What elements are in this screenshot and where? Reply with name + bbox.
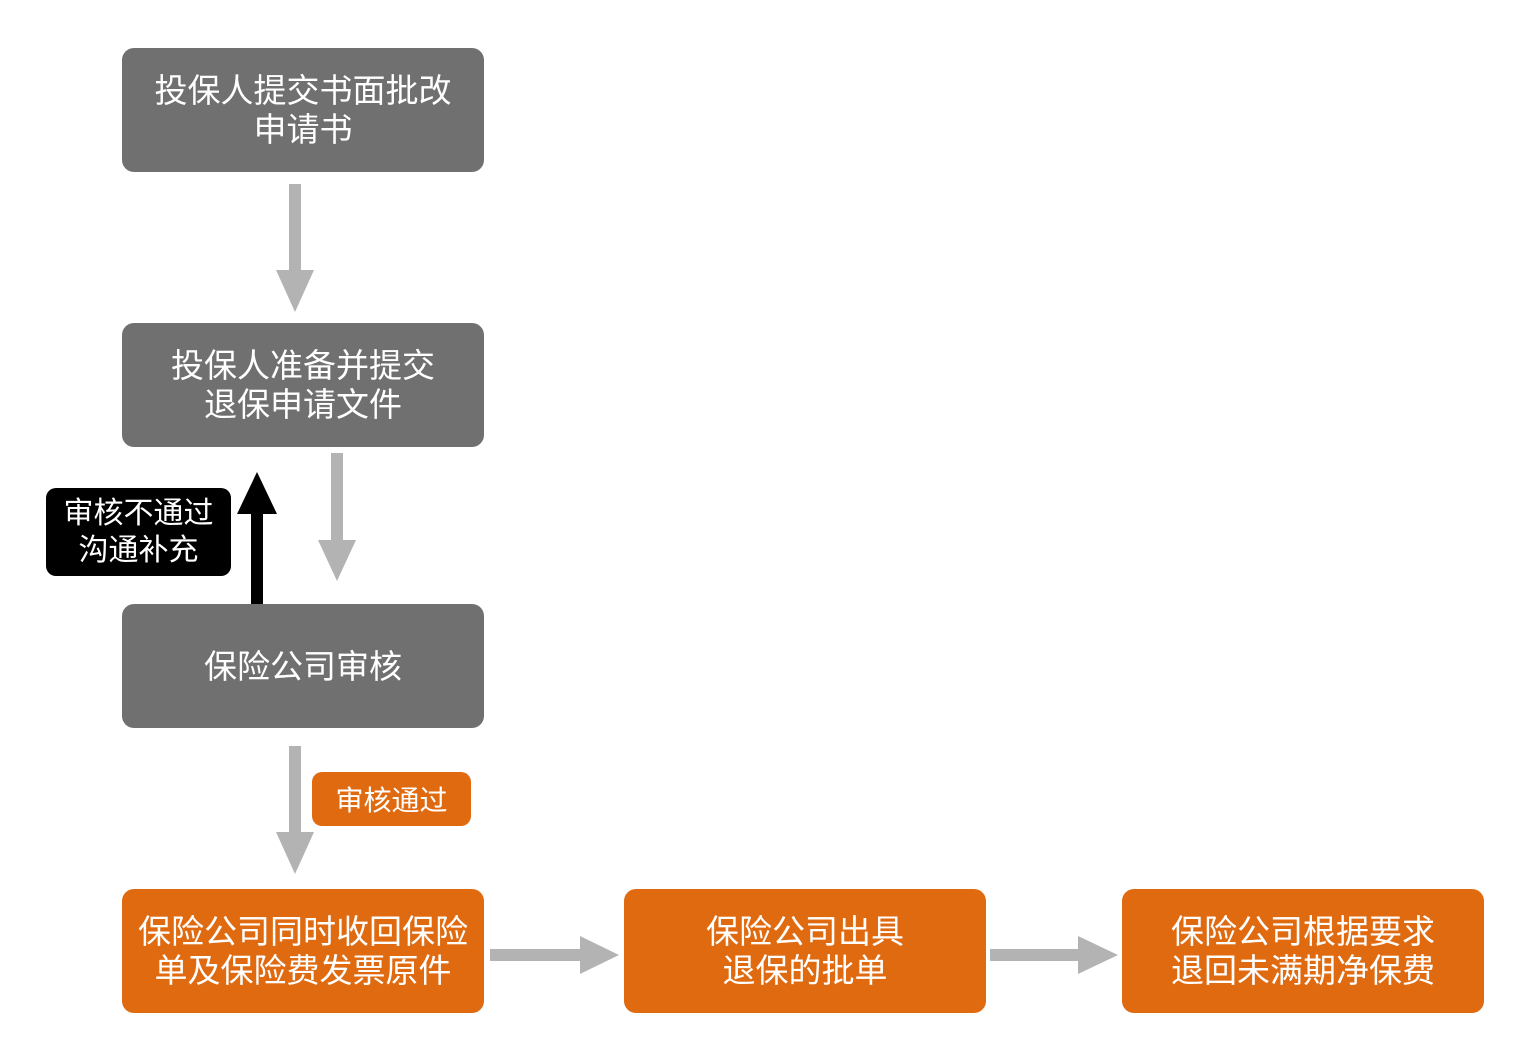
- arrow-recover-to-issue: [490, 936, 619, 974]
- arrow-review-failed-back: [237, 472, 277, 605]
- arrow-review-to-recover: [276, 746, 314, 874]
- review-failed-line1: 审核不通过: [63, 496, 214, 531]
- review-passed-label: 审核通过: [312, 772, 471, 826]
- step-refund-premium: 保险公司根据要求 退回未满期净保费: [1122, 889, 1484, 1013]
- step-submit-correction-line1: 投保人提交书面批改: [154, 71, 452, 110]
- step-recover-originals: 保险公司同时收回保险 单及保险费发票原件: [122, 889, 484, 1013]
- step-prepare-documents-line1: 投保人准备并提交: [171, 346, 435, 385]
- step-submit-correction: 投保人提交书面批改 申请书: [122, 48, 484, 172]
- arrow-submit-to-prepare: [276, 184, 314, 312]
- step-issue-endorsement-line1: 保险公司出具: [706, 912, 904, 951]
- step-insurer-review-text: 保险公司审核: [204, 646, 402, 686]
- arrow-issue-to-refund: [990, 936, 1118, 974]
- step-prepare-documents: 投保人准备并提交 退保申请文件: [122, 323, 484, 447]
- step-insurer-review: 保险公司审核: [122, 604, 484, 728]
- step-prepare-documents-line2: 退保申请文件: [204, 385, 402, 424]
- step-refund-premium-line1: 保险公司根据要求: [1171, 912, 1435, 951]
- step-recover-originals-line2: 单及保险费发票原件: [154, 951, 452, 990]
- arrow-prepare-to-review: [318, 453, 356, 581]
- step-issue-endorsement-line2: 退保的批单: [722, 951, 888, 990]
- step-recover-originals-line1: 保险公司同时收回保险: [138, 912, 468, 951]
- review-failed-label: 审核不通过 沟通补充: [46, 488, 231, 576]
- step-submit-correction-line2: 申请书: [253, 110, 353, 149]
- review-failed-line2: 沟通补充: [78, 533, 199, 568]
- step-issue-endorsement: 保险公司出具 退保的批单: [624, 889, 986, 1013]
- review-passed-text: 审核通过: [335, 784, 448, 817]
- step-refund-premium-line2: 退回未满期净保费: [1171, 951, 1435, 990]
